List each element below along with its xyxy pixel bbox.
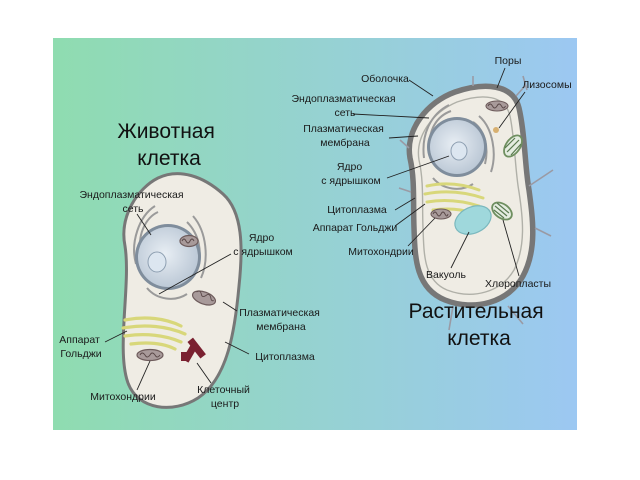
plant-cell: Растительная клетка Поры Оболочка Лизосо… [292, 55, 572, 350]
plant-pores [398, 75, 554, 331]
animal-leader-mitochondria [136, 360, 151, 391]
plant-chloroplast-2 [491, 201, 513, 221]
plant-leader-wall [408, 79, 434, 97]
animal-cell: Животная клетка Эндоплазматическая сеть … [59, 120, 323, 410]
plant-leader-lysosomes [498, 91, 526, 129]
plant-label-membrane: Плазматическая мембрана [303, 123, 387, 149]
animal-leader-golgi [104, 330, 128, 343]
plant-leader-vacuole [450, 231, 470, 269]
plant-lysosome [493, 127, 499, 133]
plant-leader-membrane [388, 135, 419, 139]
animal-mitochondrion-3 [136, 348, 164, 362]
animal-nucleolus [147, 251, 167, 273]
animal-label-cytoplasm: Цитоплазма [255, 351, 315, 363]
cell-comparison-diagram: Животная клетка Эндоплазматическая сеть … [53, 38, 577, 430]
animal-leader-er [136, 213, 152, 236]
plant-label-mitochondria: Митохондрии [348, 246, 414, 258]
plant-label-er: Эндоплазматическая сеть [292, 93, 399, 119]
plant-leader-chloroplasts [502, 219, 520, 277]
animal-centrosome [181, 337, 206, 363]
diagram-canvas: Животная клетка Эндоплазматическая сеть … [53, 38, 577, 430]
plant-label-vacuole: Вакуоль [426, 269, 466, 281]
plant-leader-cytoplasm [394, 197, 416, 211]
animal-mitochondrion-1 [179, 234, 199, 248]
plant-label-nucleus: Ядро с ядрышком [321, 161, 381, 187]
plant-leader-golgi [394, 203, 426, 227]
animal-leader-cytoplasm [224, 341, 250, 355]
animal-label-er: Эндоплазматическая сеть [80, 189, 187, 215]
animal-leader-membrane [222, 301, 238, 312]
plant-mitochondrion-1 [485, 100, 509, 112]
plant-title: Растительная клетка [409, 300, 550, 350]
animal-label-membrane: Плазматическая мембрана [239, 307, 323, 333]
plant-label-wall: Оболочка [361, 73, 409, 85]
animal-label-nucleus: Ядро с ядрышком [233, 232, 293, 258]
plant-leader-pores [496, 67, 506, 89]
plant-nucleolus [450, 141, 468, 161]
animal-label-golgi: Аппарат Гольджи [59, 334, 102, 360]
animal-label-centrosome: Клеточный центр [197, 384, 253, 410]
plant-label-cytoplasm: Цитоплазма [327, 204, 387, 216]
plant-chloroplast-1 [503, 134, 523, 158]
animal-mitochondrion-2 [191, 290, 217, 306]
plant-label-chloroplasts: Хлоропласты [485, 278, 551, 290]
plant-leader-nucleus [386, 155, 450, 179]
plant-label-pores: Поры [495, 55, 522, 67]
plant-nucleus [427, 117, 487, 177]
plant-vacuole [454, 205, 492, 235]
animal-golgi [121, 316, 187, 351]
plant-plasma-membrane [417, 96, 524, 295]
animal-leader-nucleus [158, 253, 232, 295]
animal-title: Животная клетка [117, 120, 220, 170]
plant-mitochondrion-2 [430, 208, 452, 220]
plant-leader-er [352, 113, 430, 119]
plant-label-golgi: Аппарат Гольджи [313, 222, 398, 234]
animal-label-mitochondria: Митохондрии [90, 391, 156, 403]
plant-label-lysosomes: Лизосомы [522, 79, 571, 91]
plant-leader-mitochondria [407, 217, 436, 247]
animal-nucleus [135, 224, 201, 290]
animal-leader-centrosome [196, 362, 212, 384]
